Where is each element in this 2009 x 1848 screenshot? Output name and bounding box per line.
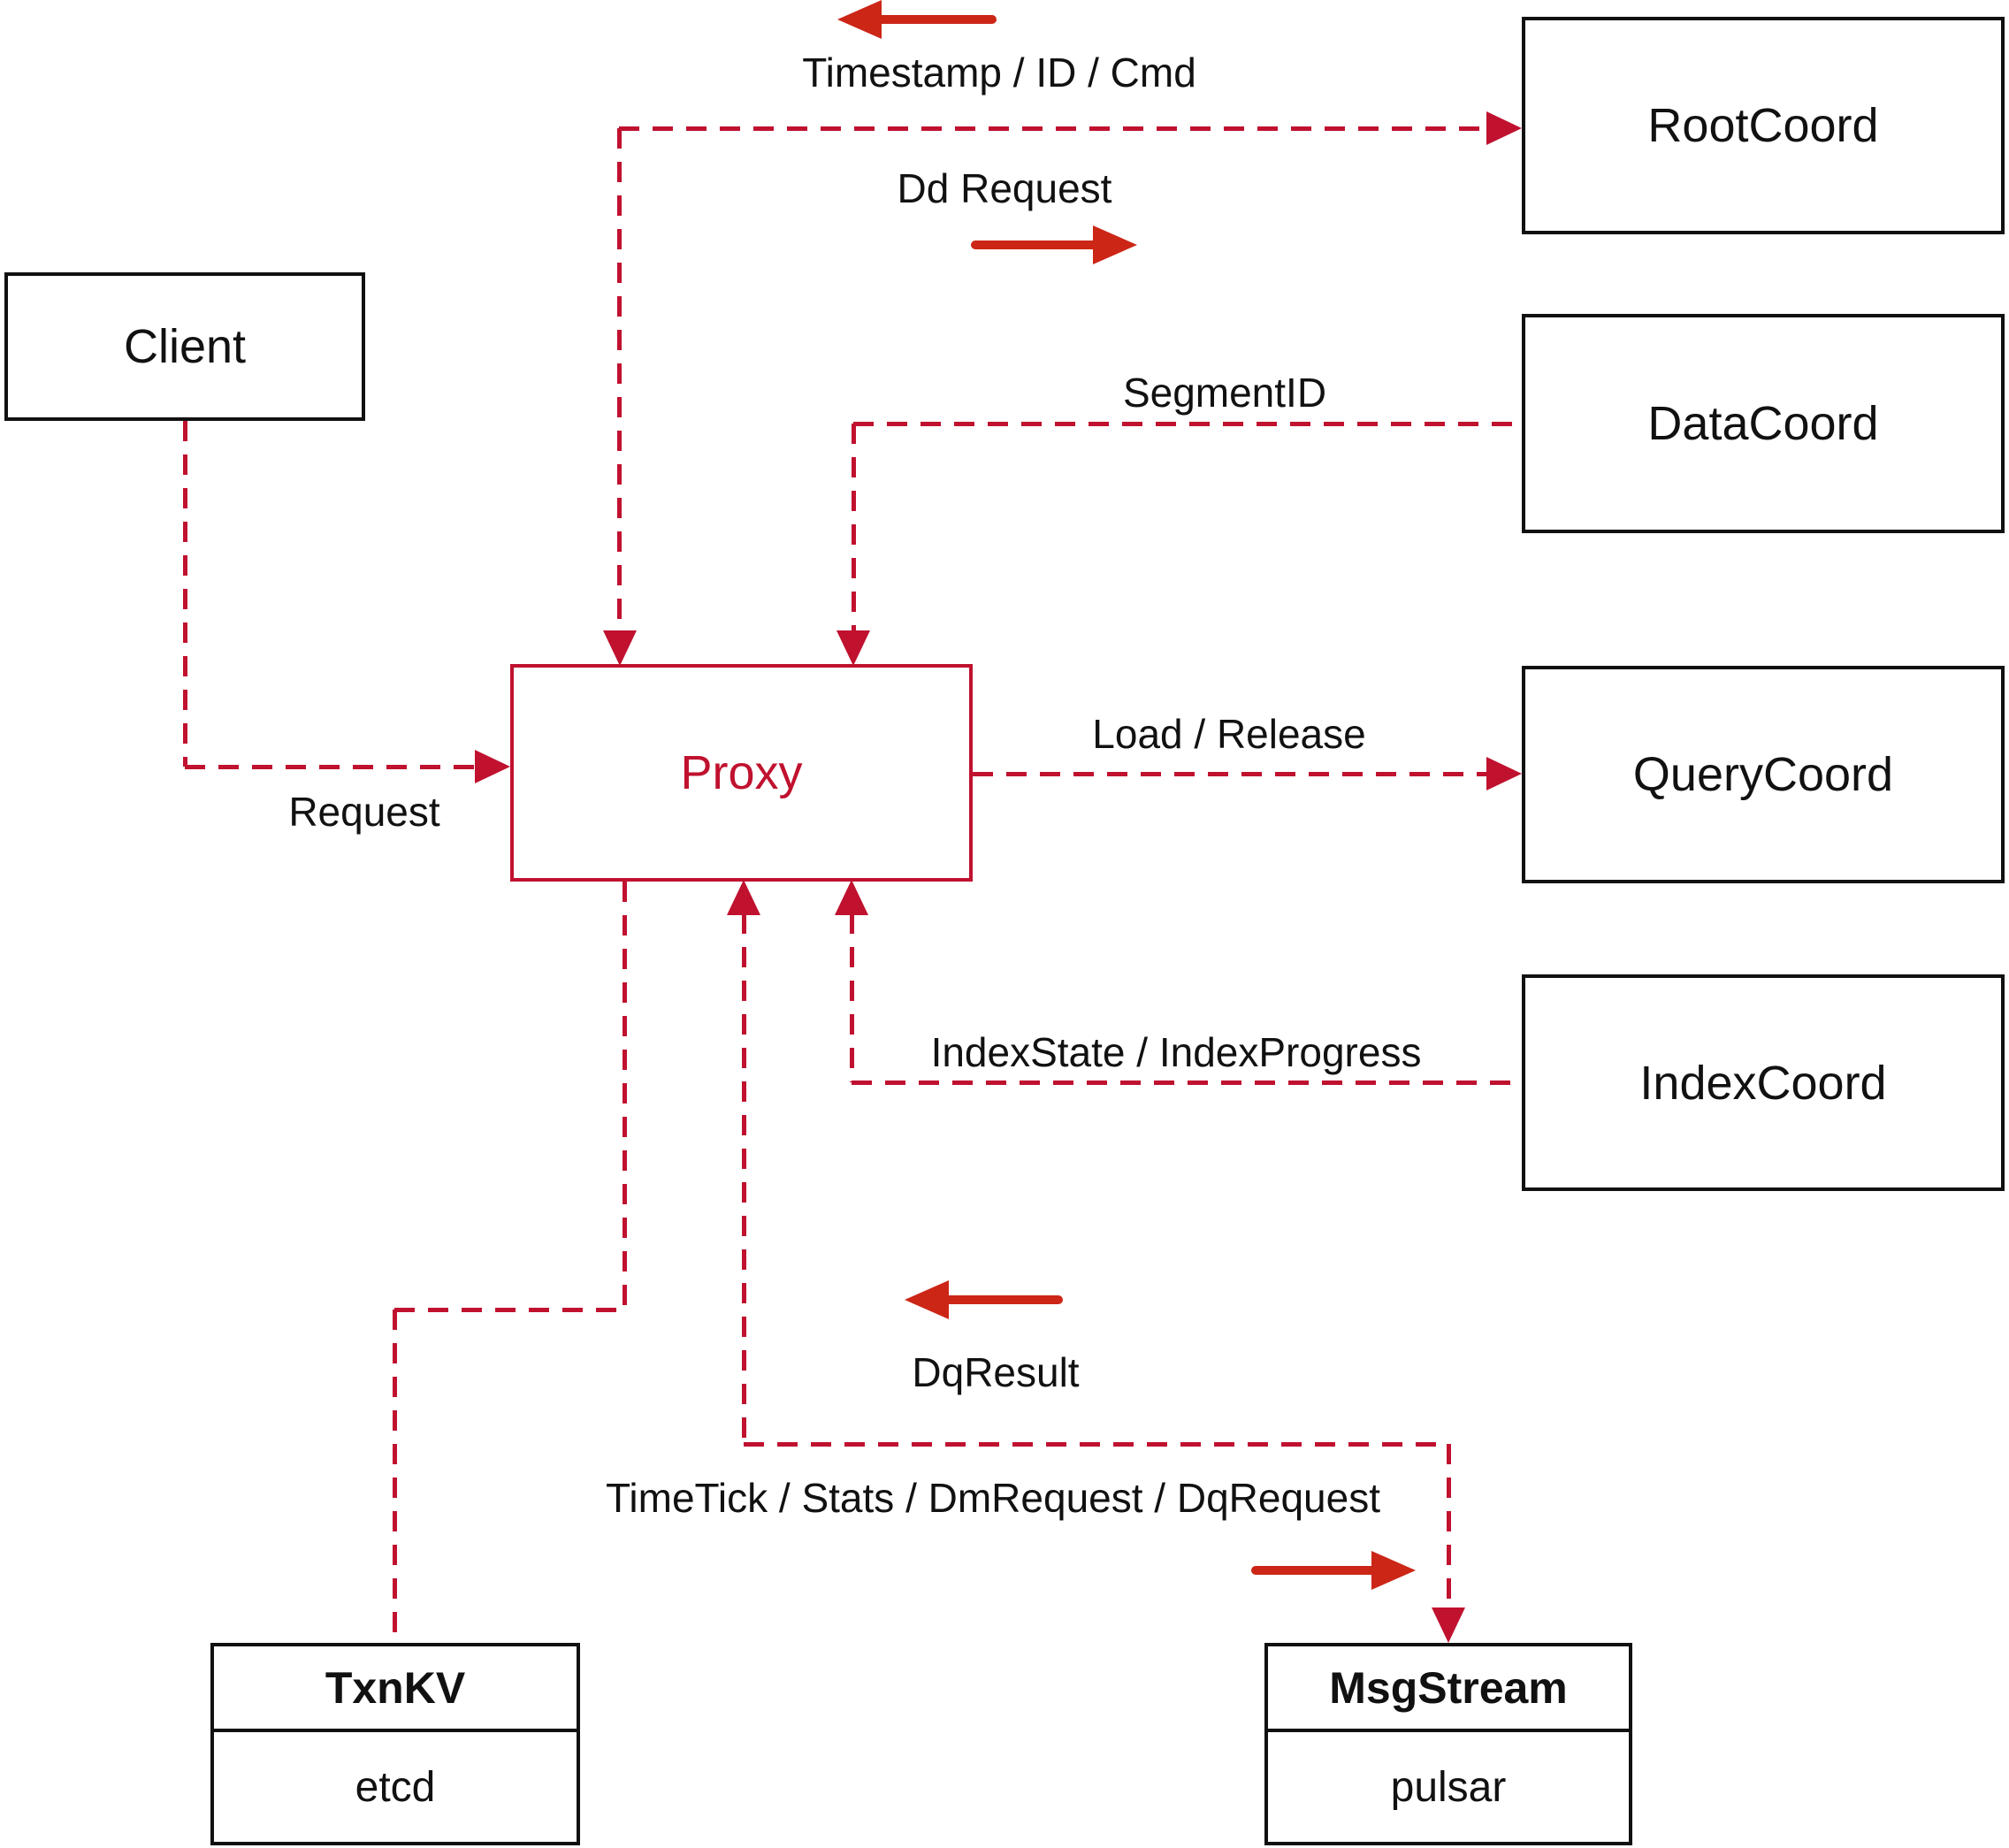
node-txnkv-title: TxnKV [214,1646,577,1732]
arrowhead-into-proxy-left-icon [475,750,510,783]
edge-label-request: Request [288,789,440,835]
node-indexcoord-label: IndexCoord [1639,1056,1887,1110]
arrowhead-into-msgstream-icon [1432,1607,1465,1643]
edge-label-dq-result: DqResult [912,1349,1080,1395]
left-arrow-icon [837,0,882,39]
edge-label-load-release: Load / Release [1092,711,1366,757]
right-arrow-timetick-shaft-icon [1251,1566,1376,1575]
node-indexcoord: IndexCoord [1522,974,2005,1191]
left-arrow-dqresult-icon [905,1280,949,1319]
edge-client-proxy-vertical [183,421,187,767]
edge-client-proxy-horizontal [185,765,477,769]
left-arrow-shaft-icon [875,15,997,24]
right-arrow-timetick-icon [1371,1551,1416,1590]
node-msgstream-subtitle: pulsar [1390,1763,1507,1811]
edge-proxy-txnkv-horizontal [394,1308,624,1312]
edge-datacoord-proxy-vertical [852,424,856,630]
node-proxy-label: Proxy [680,746,803,799]
edge-proxy-txnkv-vertical-2 [393,1310,397,1643]
node-msgstream-title: MsgStream [1268,1646,1629,1732]
edge-indexcoord-proxy-vertical [850,913,854,1082]
edge-proxy-msgstream-vertical-2 [1447,1444,1451,1609]
edge-datacoord-proxy-horizontal [853,422,1522,426]
arrowhead-into-proxy-top-left-icon [603,630,637,666]
node-client: Client [4,272,365,421]
node-querycoord: QueryCoord [1522,666,2005,883]
edge-indexcoord-proxy-horizontal [852,1081,1522,1085]
arrowhead-into-proxy-bottom-right-icon [835,880,868,915]
edge-proxy-txnkv-vertical-1 [623,882,627,1310]
left-arrow-dqresult-shaft-icon [943,1295,1063,1304]
edge-label-timetick: TimeTick / Stats / DmRequest / DqRequest [606,1475,1380,1521]
right-arrow-icon [1093,225,1137,264]
edge-proxy-querycoord-horizontal [973,772,1488,776]
edge-proxy-rootcoord-vertical [617,128,622,630]
node-datacoord: DataCoord [1522,314,2005,533]
right-arrow-shaft-icon [971,241,1097,249]
node-msgstream: MsgStream pulsar [1264,1643,1632,1845]
edge-proxy-rootcoord-horizontal [619,126,1488,131]
node-datacoord-label: DataCoord [1647,397,1879,450]
edge-label-dd-request: Dd Request [897,165,1112,211]
node-querycoord-label: QueryCoord [1632,748,1894,801]
arrowhead-into-querycoord-icon [1486,757,1522,790]
edge-label-timestamp-id-cmd: Timestamp / ID / Cmd [802,50,1196,95]
arrowhead-into-proxy-bottom-left-icon [727,880,760,915]
node-txnkv-subtitle: etcd [355,1763,436,1811]
node-txnkv: TxnKV etcd [210,1643,580,1845]
node-rootcoord-label: RootCoord [1647,99,1879,152]
edge-proxy-msgstream-horizontal [744,1442,1448,1447]
edge-label-segment-id: SegmentID [1122,370,1327,416]
node-client-label: Client [123,320,247,373]
edge-label-index-state: IndexState / IndexProgress [930,1029,1422,1075]
arrowhead-into-proxy-top-right-icon [836,630,870,666]
arrowhead-into-rootcoord-icon [1486,111,1522,145]
node-proxy: Proxy [510,664,973,882]
node-rootcoord: RootCoord [1522,17,2005,234]
edge-proxy-msgstream-vertical-1 [742,913,746,1444]
